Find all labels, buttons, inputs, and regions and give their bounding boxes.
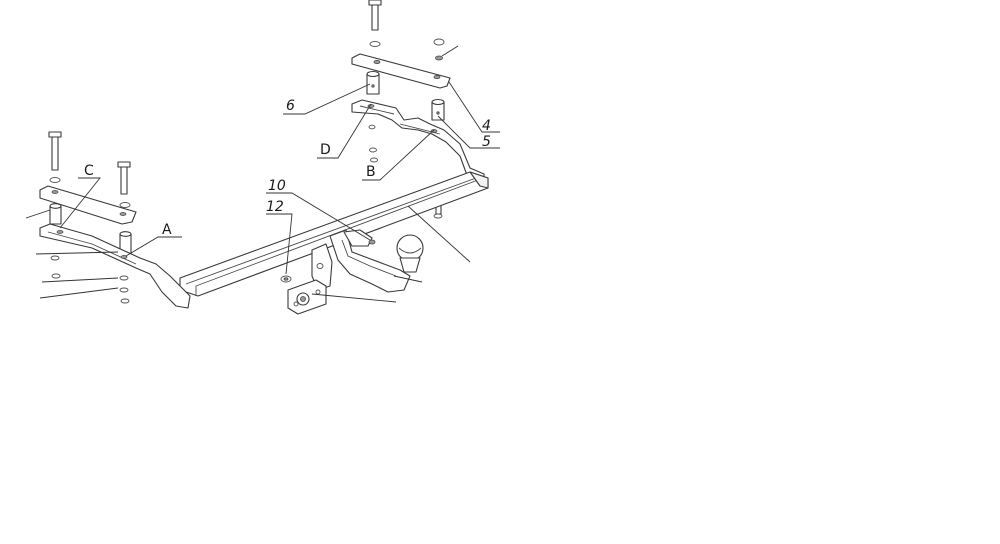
leader-lines [25, 45, 500, 303]
callout-4: 4 [482, 118, 491, 134]
tow-ball-neck [329, 229, 411, 293]
left-spacer-2 [119, 231, 132, 255]
callout-c: C [84, 163, 94, 179]
spacer-tube-5 [431, 98, 445, 121]
nut-small [435, 55, 443, 61]
callout-5: 5 [482, 134, 491, 150]
left-bolt-1 [48, 131, 62, 171]
left-bolt-2 [117, 161, 131, 195]
callout-a: A [162, 222, 172, 238]
callout-d: D [320, 142, 331, 158]
left-upper-plate [39, 185, 137, 225]
tow-ball [396, 234, 424, 273]
upper-bolt-right [368, 0, 382, 31]
callout-12: 12 [266, 199, 284, 215]
nut-part-12 [280, 275, 292, 283]
spacer-tube-6 [366, 70, 380, 95]
socket-plate [287, 279, 327, 315]
callout-b: B [366, 164, 376, 180]
callout-10: 10 [268, 178, 286, 194]
left-mount-bracket [39, 223, 191, 309]
nut [433, 38, 445, 46]
washer [369, 41, 381, 47]
left-spacer-1 [49, 203, 62, 225]
callout-6: 6 [286, 98, 295, 114]
